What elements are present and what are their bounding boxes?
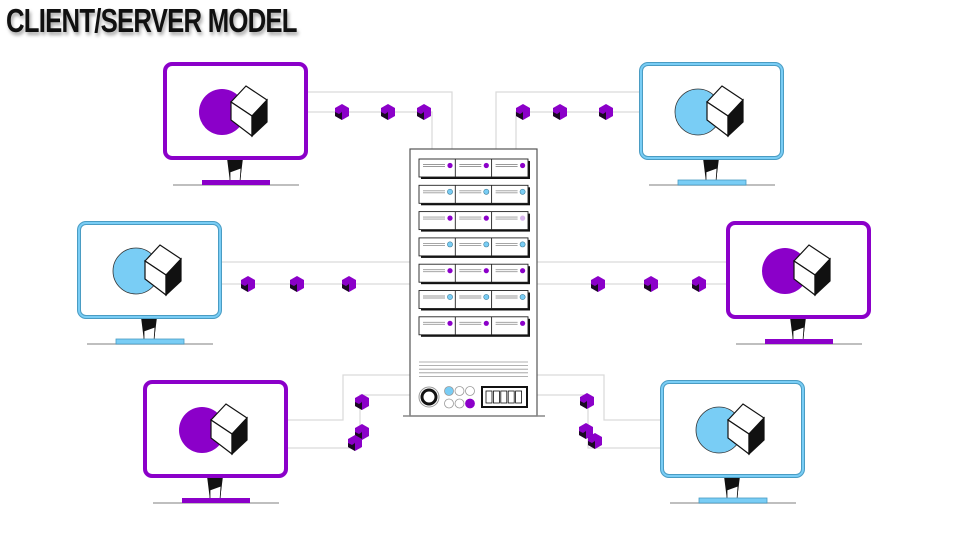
monitor-base <box>698 497 768 504</box>
status-led <box>483 320 489 326</box>
indicator-light <box>444 398 454 409</box>
page-title: CLIENT/SERVER MODEL <box>6 2 298 39</box>
packet-icon <box>417 104 431 120</box>
status-led <box>520 162 526 169</box>
client-bottom-right <box>660 380 805 504</box>
client-middle-right <box>726 221 871 345</box>
wire <box>530 394 662 449</box>
display-segment <box>507 390 515 404</box>
wire <box>515 111 642 150</box>
client-bottom-left <box>143 380 288 504</box>
server-rack <box>403 148 545 417</box>
drive-bay <box>418 263 530 285</box>
status-led <box>447 294 453 300</box>
wire <box>306 111 433 150</box>
status-led <box>520 268 526 274</box>
cube-shape-icon <box>727 403 765 456</box>
monitor-base <box>202 180 270 185</box>
display-segment <box>515 390 522 404</box>
status-led <box>447 188 453 195</box>
monitor-base <box>765 339 833 344</box>
packet-icon <box>348 435 362 451</box>
packet-icon <box>342 276 356 292</box>
packet-icon <box>241 276 255 292</box>
drive-bay <box>418 237 530 258</box>
indicator-light <box>444 386 454 396</box>
client-computers <box>77 62 871 504</box>
drive-bay <box>418 211 530 232</box>
packet-icon <box>588 433 602 449</box>
client-top-left <box>163 62 308 186</box>
packet-icon <box>335 104 349 120</box>
packet-icon <box>579 423 593 439</box>
cube-shape-icon <box>230 85 268 138</box>
status-led <box>519 294 526 300</box>
packet-icon <box>553 104 567 120</box>
status-led <box>483 215 489 221</box>
packet-icon <box>290 276 304 292</box>
status-led <box>447 241 453 248</box>
monitor-base <box>182 498 250 503</box>
indicator-light <box>454 398 465 409</box>
status-led <box>483 188 490 195</box>
connection-wires <box>220 91 728 449</box>
wire <box>495 91 642 150</box>
wire <box>286 374 410 421</box>
packet-icon <box>355 394 369 410</box>
status-led <box>483 241 490 248</box>
display-segment <box>500 390 508 404</box>
drive-bay <box>418 290 530 311</box>
drive-bay <box>418 184 530 206</box>
drive-bay <box>418 316 530 337</box>
cube-shape-icon <box>210 403 248 456</box>
packet-icon <box>692 276 706 292</box>
status-led <box>520 215 526 221</box>
cube-shape-icon <box>706 85 744 138</box>
indicator-light <box>465 386 475 396</box>
status-led <box>447 215 453 221</box>
status-led <box>483 268 489 274</box>
monitor-base <box>115 338 185 345</box>
monitor-base <box>677 179 747 186</box>
status-led <box>519 188 526 195</box>
wire <box>306 91 453 150</box>
status-led <box>447 268 453 274</box>
packet-icon <box>644 276 658 292</box>
client-top-right <box>639 62 784 186</box>
data-packets <box>241 104 706 451</box>
cube-shape-icon <box>144 244 182 297</box>
display-segment <box>485 390 493 404</box>
status-led <box>483 162 489 169</box>
cube-shape-icon <box>793 244 831 297</box>
packet-icon <box>516 104 530 120</box>
status-led <box>520 320 526 326</box>
packet-icon <box>591 276 605 292</box>
indicator-light <box>454 386 465 396</box>
status-led <box>447 162 453 169</box>
status-led <box>483 294 490 300</box>
packet-icon <box>580 393 594 409</box>
wire <box>530 374 662 421</box>
packet-icon <box>599 104 613 120</box>
wire <box>286 394 410 449</box>
client-middle-left <box>77 221 222 345</box>
indicator-light <box>465 398 475 409</box>
status-led <box>447 320 453 326</box>
packet-icon <box>381 104 395 120</box>
display-segment <box>492 390 500 404</box>
status-led <box>519 241 526 248</box>
drive-bay <box>418 158 530 179</box>
